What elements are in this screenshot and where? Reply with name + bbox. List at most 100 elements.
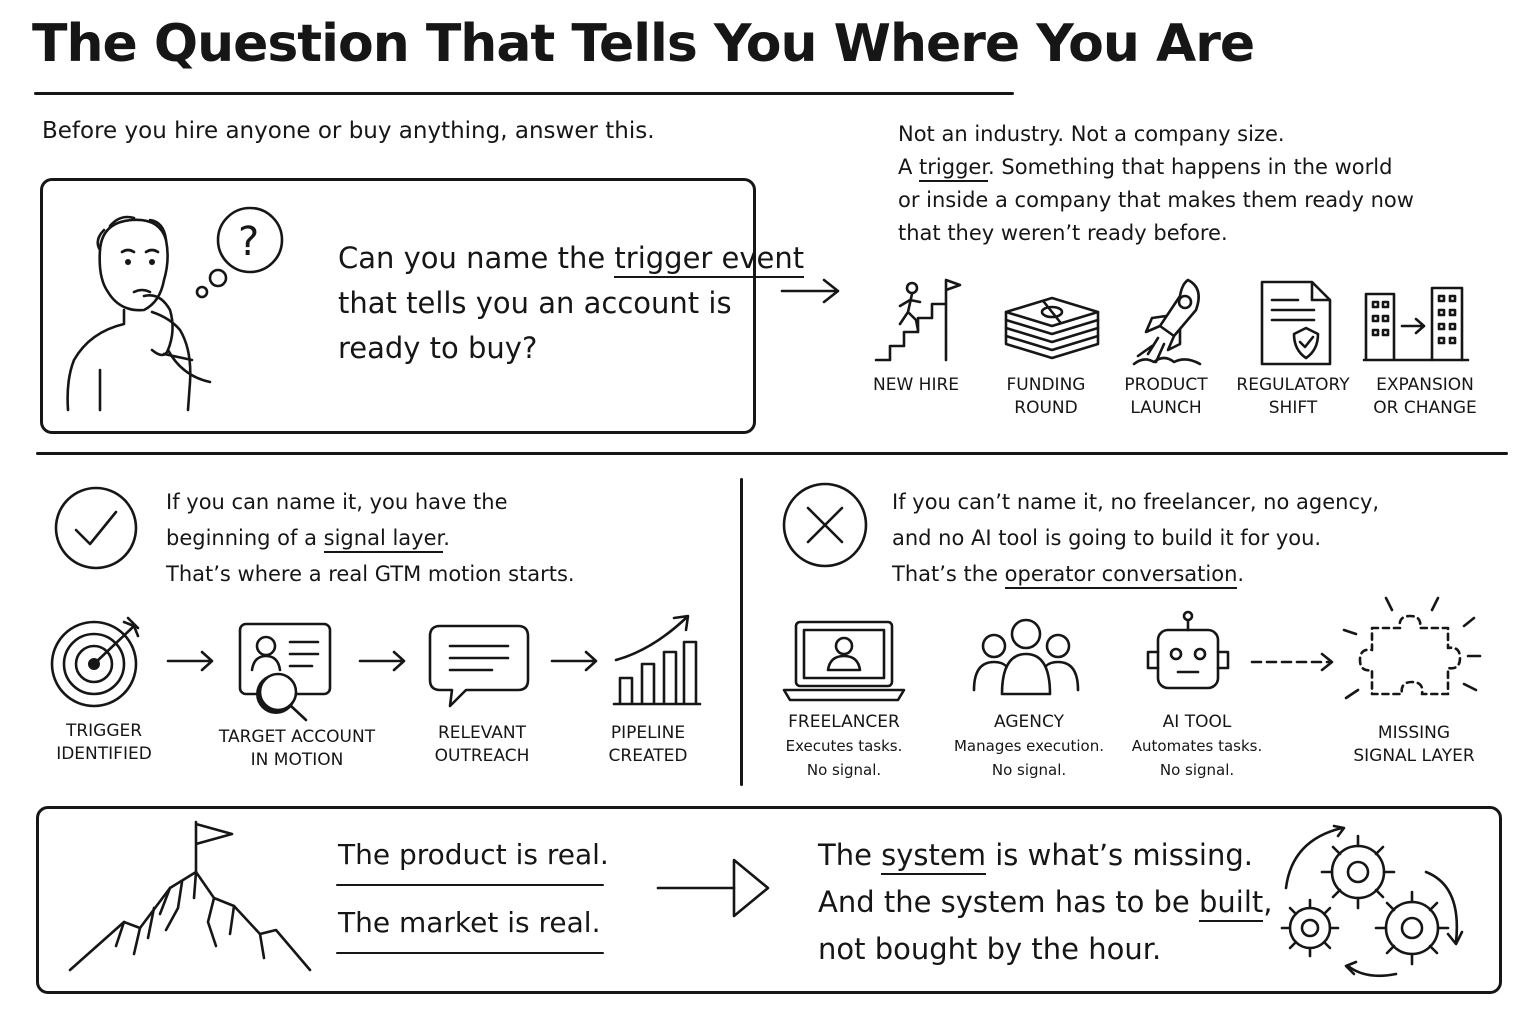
triangle-arrow-icon [656, 858, 770, 918]
robot-icon [1146, 610, 1230, 690]
arrow-right-icon [550, 650, 598, 672]
option-name: AGENCY [994, 712, 1064, 732]
thinking-person-icon: ? [66, 206, 284, 412]
trigger-def-line-4: that they weren’t ready before. [898, 221, 1228, 245]
operator-conversation-emphasis: operator conversation [1004, 562, 1238, 589]
conclusion-line-1-pre: The [818, 838, 882, 872]
account-search-icon [238, 622, 332, 722]
option-freelancer: FREELANCER Executes tasks. No signal. [764, 710, 924, 782]
product-real-underline [336, 884, 604, 886]
option-desc: No signal. [991, 761, 1067, 779]
question-line-2: that tells you an account is [338, 286, 732, 320]
cannot-name-line-1: If you can’t name it, no freelancer, no … [892, 490, 1380, 514]
option-ai-tool: AI TOOL Automates tasks. No signal. [1122, 710, 1272, 782]
can-name-line-1: If you can name it, you have the [166, 490, 508, 514]
missing-line-1: MISSING [1377, 723, 1451, 743]
trigger-caption-expansion: EXPANSION OR CHANGE [1360, 374, 1490, 420]
step-caption-outreach: RELEVANT OUTREACH [414, 722, 550, 768]
trigger-caption-line: PRODUCT [1124, 375, 1208, 395]
trigger-caption-line: FUNDING [1006, 375, 1086, 395]
trigger-caption-regulatory: REGULATORY SHIFT [1228, 374, 1358, 420]
market-real-underline [336, 952, 604, 954]
product-real-text: The product is real. [338, 838, 609, 871]
option-desc: No signal. [806, 761, 882, 779]
signal-layer-emphasis: signal layer [323, 526, 444, 553]
trigger-caption-line: LAUNCH [1130, 398, 1202, 418]
page-title: The Question That Tells You Where You Ar… [32, 14, 1255, 74]
step-caption-line: IN MOTION [250, 750, 344, 770]
arrow-right-icon [358, 650, 406, 672]
question-box [40, 178, 756, 434]
trigger-caption-line: ROUND [1014, 398, 1078, 418]
conclusion-line-2-pre: And the system has to be [818, 885, 1199, 919]
cannot-name-line-3-post: . [1237, 562, 1245, 586]
trigger-definition: Not an industry. Not a company size. A t… [898, 118, 1414, 250]
growth-chart-icon [612, 614, 702, 706]
section-divider [36, 452, 1508, 455]
vertical-divider [740, 478, 743, 786]
trigger-def-line-2-pre: A [898, 155, 920, 179]
step-caption-account: TARGET ACCOUNT IN MOTION [206, 726, 388, 772]
step-caption-line: PIPELINE [610, 723, 686, 743]
arrow-right-icon [780, 278, 840, 304]
step-caption-pipeline: PIPELINE CREATED [584, 722, 712, 768]
step-caption-trigger: TRIGGER IDENTIFIED [36, 720, 172, 766]
trigger-caption-product: PRODUCT LAUNCH [1106, 374, 1226, 420]
puzzle-piece-icon [1342, 596, 1482, 700]
missing-signal-layer-caption: MISSING SIGNAL LAYER [1336, 722, 1492, 768]
chat-bubble-icon [428, 624, 530, 708]
question-line-1: Can you name the [338, 241, 615, 275]
step-caption-line: IDENTIFIED [56, 744, 152, 764]
intro-text: Before you hire anyone or buy anything, … [42, 118, 655, 144]
conclusion-text: The system is what’s missing. And the sy… [818, 832, 1273, 973]
step-caption-line: TARGET ACCOUNT [218, 727, 376, 747]
cannot-name-text: If you can’t name it, no freelancer, no … [892, 484, 1379, 592]
checkmark-circle-icon [54, 486, 138, 570]
step-caption-line: OUTREACH [434, 746, 530, 766]
rocket-icon [1132, 278, 1202, 366]
trigger-event-emphasis: trigger event [614, 241, 805, 278]
conclusion-line-3: not bought by the hour. [818, 932, 1162, 966]
system-emphasis: system [881, 838, 986, 875]
dashed-arrow-icon [1250, 652, 1334, 672]
buildings-icon [1362, 286, 1470, 362]
conclusion-box [36, 806, 1502, 994]
target-icon [50, 616, 140, 708]
option-name: AI TOOL [1162, 712, 1232, 732]
can-name-text: If you can name it, you have the beginni… [166, 484, 575, 592]
trigger-caption-line: NEW HIRE [872, 375, 960, 395]
group-icon [972, 618, 1080, 696]
question-line-3: ready to buy? [338, 331, 538, 365]
trigger-caption-funding: FUNDING ROUND [986, 374, 1106, 420]
trigger-def-line-3: or inside a company that makes them read… [898, 188, 1414, 212]
title-underline [34, 92, 1014, 95]
cannot-name-line-2: and no AI tool is going to build it for … [892, 526, 1322, 550]
can-name-line-3: That’s where a real GTM motion starts. [166, 562, 575, 586]
gears-icon [1280, 824, 1464, 978]
trigger-def-line-1: Not an industry. Not a company size. [898, 122, 1285, 146]
trigger-caption-line: OR CHANGE [1373, 398, 1477, 418]
trigger-caption-line: SHIFT [1268, 398, 1318, 418]
can-name-line-2-pre: beginning of a [166, 526, 324, 550]
built-emphasis: built [1199, 885, 1264, 922]
conclusion-line-2-post: , [1263, 885, 1273, 919]
money-stack-icon [1004, 296, 1100, 360]
missing-line-2: SIGNAL LAYER [1353, 746, 1475, 766]
laptop-user-icon [782, 620, 906, 702]
option-desc: Executes tasks. [785, 737, 903, 755]
shield-document-icon [1260, 280, 1332, 366]
cannot-name-line-3-pre: That’s the [892, 562, 1005, 586]
trigger-caption-line: REGULATORY [1236, 375, 1350, 395]
trigger-def-line-2-post: . Something that happens in the world [988, 155, 1393, 179]
arrow-right-icon [166, 650, 214, 672]
step-caption-line: CREATED [608, 746, 688, 766]
svg-text:?: ? [238, 219, 259, 265]
option-name: FREELANCER [788, 712, 900, 732]
can-name-line-2-post: . [443, 526, 450, 550]
step-caption-line: TRIGGER [65, 721, 143, 741]
option-agency: AGENCY Manages execution. No signal. [948, 710, 1110, 782]
stairs-climber-icon [874, 278, 962, 362]
trigger-caption-line: EXPANSION [1376, 375, 1474, 395]
step-caption-line: RELEVANT [437, 723, 527, 743]
trigger-caption-new-hire: NEW HIRE [856, 374, 976, 397]
